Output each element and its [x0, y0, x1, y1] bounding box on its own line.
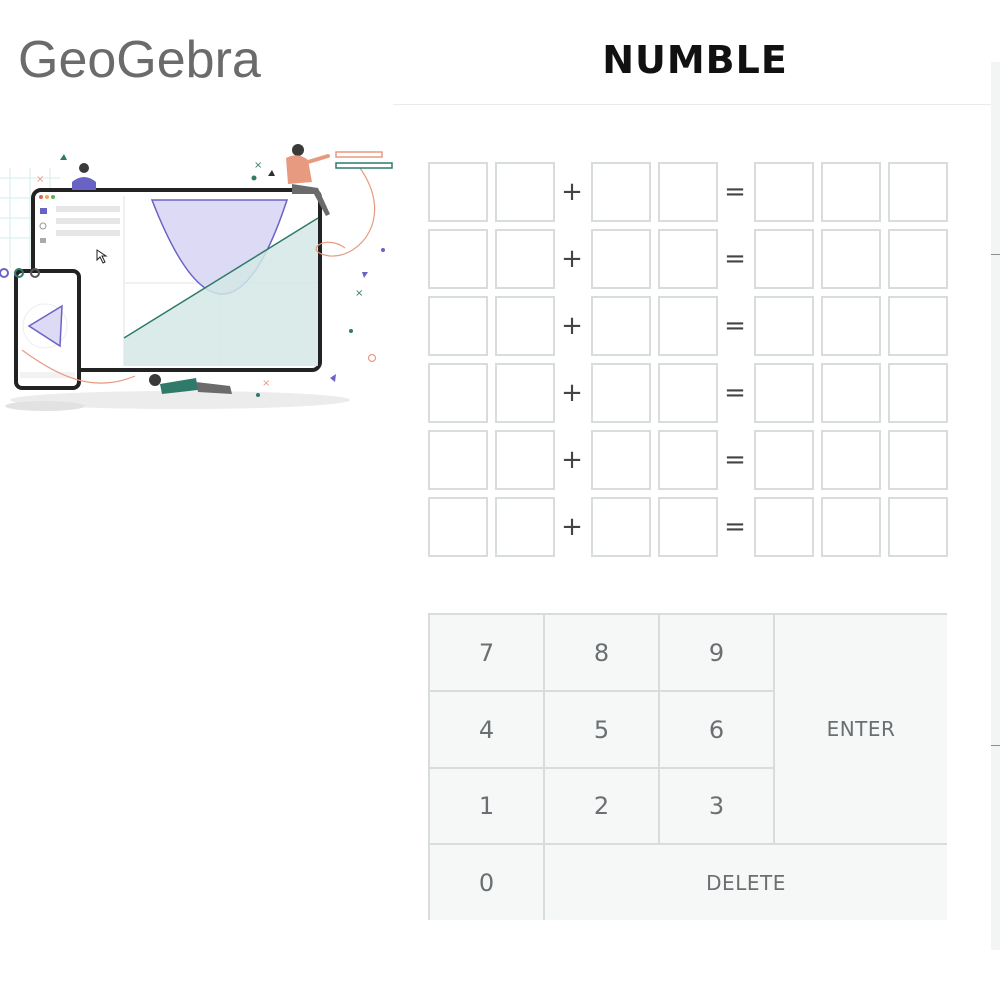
plus-operator: +: [561, 445, 583, 475]
guess-cell[interactable]: [658, 497, 718, 557]
guess-cell[interactable]: [821, 229, 881, 289]
plus-operator: +: [561, 378, 583, 408]
guess-cell[interactable]: [658, 296, 718, 356]
key-6[interactable]: 6: [660, 692, 773, 767]
plus-operator: +: [561, 512, 583, 542]
guess-cell[interactable]: [754, 229, 814, 289]
plus-operator: +: [561, 244, 583, 274]
guess-cell[interactable]: [495, 430, 555, 490]
keypad-divider: [658, 615, 660, 843]
guess-cell[interactable]: [888, 229, 948, 289]
geogebra-illustration: × × × ×: [0, 144, 393, 411]
guess-cell[interactable]: [428, 162, 488, 222]
guess-cell[interactable]: [888, 363, 948, 423]
keypad-divider: [430, 690, 775, 692]
guess-cell[interactable]: [495, 296, 555, 356]
guess-cell[interactable]: [428, 430, 488, 490]
guess-cell[interactable]: [495, 229, 555, 289]
guess-cell[interactable]: [754, 497, 814, 557]
guess-cell[interactable]: [658, 363, 718, 423]
guess-cell[interactable]: [888, 162, 948, 222]
guess-board: + = + = + = + = + = + =: [428, 162, 948, 558]
guess-cell[interactable]: [754, 162, 814, 222]
plus-operator: +: [561, 177, 583, 207]
key-8[interactable]: 8: [545, 615, 658, 690]
equals-operator: =: [724, 244, 746, 274]
svg-text:×: ×: [262, 378, 270, 389]
key-4[interactable]: 4: [430, 692, 543, 767]
guess-cell[interactable]: [428, 229, 488, 289]
key-2[interactable]: 2: [545, 769, 658, 843]
game-title: NUMBLE: [602, 38, 788, 82]
edge-tick: [991, 745, 1000, 746]
guess-cell[interactable]: [754, 430, 814, 490]
number-keypad: 7 8 9 4 5 6 1 2 3 ENTER 0 DELETE: [428, 613, 947, 920]
guess-cell[interactable]: [495, 497, 555, 557]
guess-cell[interactable]: [754, 296, 814, 356]
guess-cell[interactable]: [821, 363, 881, 423]
svg-text:×: ×: [36, 174, 44, 185]
key-5[interactable]: 5: [545, 692, 658, 767]
equals-operator: =: [724, 311, 746, 341]
guess-cell[interactable]: [821, 430, 881, 490]
guess-cell[interactable]: [658, 430, 718, 490]
guess-cell[interactable]: [495, 162, 555, 222]
keypad-divider: [773, 615, 775, 843]
guess-cell[interactable]: [591, 229, 651, 289]
key-1[interactable]: 1: [430, 769, 543, 843]
header-divider: [393, 104, 993, 105]
svg-text:×: ×: [355, 288, 363, 299]
guess-cell[interactable]: [821, 296, 881, 356]
guess-cell[interactable]: [591, 497, 651, 557]
guess-cell[interactable]: [428, 497, 488, 557]
guess-cell[interactable]: [888, 296, 948, 356]
guess-cell[interactable]: [821, 497, 881, 557]
equals-operator: =: [724, 177, 746, 207]
guess-cell[interactable]: [591, 430, 651, 490]
enter-button[interactable]: ENTER: [775, 615, 947, 843]
plus-operator: +: [561, 311, 583, 341]
geogebra-logo: GeoGebra: [18, 30, 328, 90]
guess-cell[interactable]: [591, 363, 651, 423]
equals-operator: =: [724, 445, 746, 475]
equals-operator: =: [724, 512, 746, 542]
guess-cell[interactable]: [428, 363, 488, 423]
edge-tick: [991, 254, 1000, 255]
guess-cell[interactable]: [495, 363, 555, 423]
guess-cell[interactable]: [591, 162, 651, 222]
svg-text:×: ×: [254, 160, 262, 171]
guess-cell[interactable]: [591, 296, 651, 356]
delete-button[interactable]: DELETE: [545, 845, 947, 920]
logo-wordmark: GeoGebra: [18, 31, 261, 89]
equals-operator: =: [724, 378, 746, 408]
key-7[interactable]: 7: [430, 615, 543, 690]
keypad-divider: [430, 843, 947, 845]
key-3[interactable]: 3: [660, 769, 773, 843]
guess-cell[interactable]: [754, 363, 814, 423]
guess-cell[interactable]: [658, 162, 718, 222]
right-scroll-edge[interactable]: [991, 62, 1000, 950]
keypad-divider: [430, 767, 775, 769]
guess-cell[interactable]: [658, 229, 718, 289]
guess-cell[interactable]: [888, 430, 948, 490]
key-9[interactable]: 9: [660, 615, 773, 690]
guess-cell[interactable]: [821, 162, 881, 222]
guess-cell[interactable]: [428, 296, 488, 356]
key-0[interactable]: 0: [430, 845, 543, 920]
guess-cell[interactable]: [888, 497, 948, 557]
